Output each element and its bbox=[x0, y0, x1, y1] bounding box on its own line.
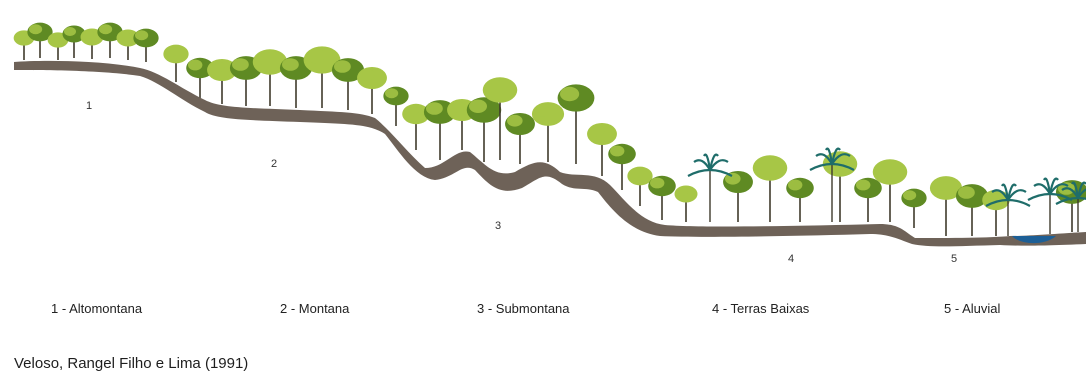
tree bbox=[723, 171, 753, 222]
tree bbox=[467, 97, 502, 162]
palm-tree bbox=[986, 185, 1030, 236]
tree bbox=[304, 46, 341, 108]
tree bbox=[930, 176, 962, 236]
palm-tree bbox=[688, 155, 732, 222]
tree bbox=[253, 49, 288, 106]
tree bbox=[532, 102, 564, 162]
zone-label-submontana: 3 - Submontana bbox=[477, 301, 570, 316]
zone-label-aluvial: 5 - Aluvial bbox=[944, 301, 1000, 316]
tree bbox=[823, 151, 858, 222]
zone-number-3: 3 bbox=[495, 220, 501, 232]
zone-label-altomontana: 1 - Altomontana bbox=[51, 301, 142, 316]
tree bbox=[956, 184, 988, 236]
zone-number-5: 5 bbox=[951, 253, 957, 265]
citation: Veloso, Rangel Filho e Lima (1991) bbox=[14, 355, 248, 372]
tree bbox=[675, 186, 698, 223]
zone-label-terras-baixas: 4 - Terras Baixas bbox=[712, 301, 809, 316]
tree bbox=[608, 144, 636, 190]
tree bbox=[383, 87, 408, 126]
tree bbox=[163, 45, 188, 82]
tree bbox=[648, 176, 676, 220]
terrain-profile bbox=[14, 61, 1086, 247]
tree-layer bbox=[14, 23, 1086, 236]
tree bbox=[133, 29, 158, 62]
zone-label-montana: 2 - Montana bbox=[280, 301, 349, 316]
tree bbox=[786, 178, 814, 222]
tree bbox=[332, 58, 364, 110]
tree bbox=[558, 84, 595, 164]
zone-number-2: 2 bbox=[271, 158, 277, 170]
tree bbox=[854, 178, 882, 222]
zone-number-4: 4 bbox=[788, 253, 794, 265]
tree bbox=[753, 155, 788, 222]
tree bbox=[505, 113, 535, 164]
tree bbox=[901, 189, 926, 228]
zone-number-1: 1 bbox=[86, 100, 92, 112]
tree bbox=[357, 67, 387, 114]
